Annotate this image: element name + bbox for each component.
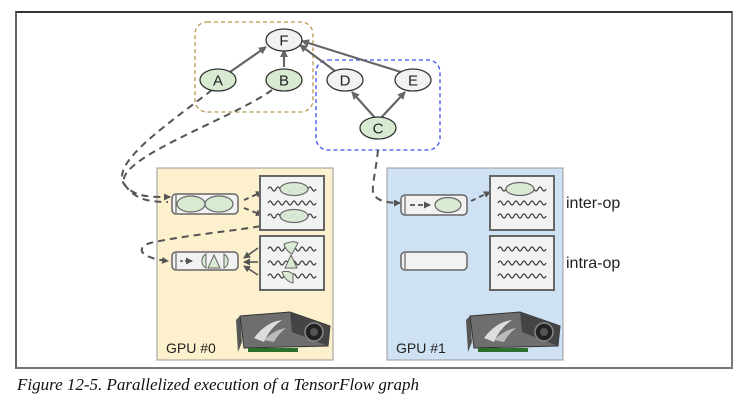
- graph-node-c: C: [359, 116, 397, 140]
- intra-op-label: intra-op: [566, 255, 620, 272]
- gpu0-intra-pool: [259, 235, 325, 291]
- graph-node-label: C: [373, 121, 384, 138]
- gpu1-inter-pool: [489, 175, 555, 231]
- figure-frame: [15, 11, 733, 369]
- gpu-card-icon: [236, 311, 331, 352]
- thread-wave-icon: [497, 273, 547, 279]
- gpu-card-icon: [466, 311, 561, 352]
- gpu1-inter-queue: [400, 194, 468, 216]
- graph-node-label: A: [213, 73, 223, 90]
- gpu0-intra-queue: [171, 251, 239, 271]
- gpu1-label: GPU #1: [396, 340, 446, 356]
- inter-op-label: inter-op: [566, 195, 620, 212]
- flow-a-to-gpu0-inter: [121, 89, 213, 201]
- graph-node-label: D: [340, 73, 351, 90]
- thread-wave-icon: [497, 200, 547, 206]
- edge-c-e: [379, 91, 406, 120]
- edge-e-f: [301, 39, 405, 75]
- edge-c-d: [351, 91, 377, 120]
- gpu1-intra-queue: [400, 251, 468, 271]
- figure-caption: Figure 12-5. Parallelized execution of a…: [17, 375, 419, 394]
- thread-wave-icon: [497, 260, 547, 266]
- graph-node-label: F: [279, 33, 288, 50]
- flow-c-to-gpu1-inter: [371, 149, 401, 207]
- thread-wave-icon: [497, 213, 547, 219]
- graph-node-a: A: [199, 68, 237, 92]
- queued-op: [204, 195, 234, 213]
- edge-d-f: [299, 44, 336, 72]
- gpu0-op-group: [194, 21, 314, 113]
- flow-b-to-gpu0-inter: [122, 89, 273, 203]
- graph-node-e: E: [394, 68, 432, 92]
- graph-node-label: E: [408, 73, 418, 90]
- gpu0-inter-queue: [171, 193, 239, 215]
- edge-a-f: [229, 46, 267, 73]
- graph-node-b: B: [265, 68, 303, 92]
- graph-node-label: B: [279, 73, 289, 90]
- graph-node-f: F: [265, 28, 303, 52]
- graph-node-d: D: [326, 68, 364, 92]
- thread-wave-icon: [497, 246, 547, 252]
- gpu1-intra-pool: [489, 235, 555, 291]
- thread-wave-icon: [267, 200, 317, 206]
- gpu0-label: GPU #0: [166, 340, 216, 356]
- gpu0-inter-pool: [259, 175, 325, 231]
- queued-op: [434, 196, 462, 214]
- queued-op: [176, 195, 206, 213]
